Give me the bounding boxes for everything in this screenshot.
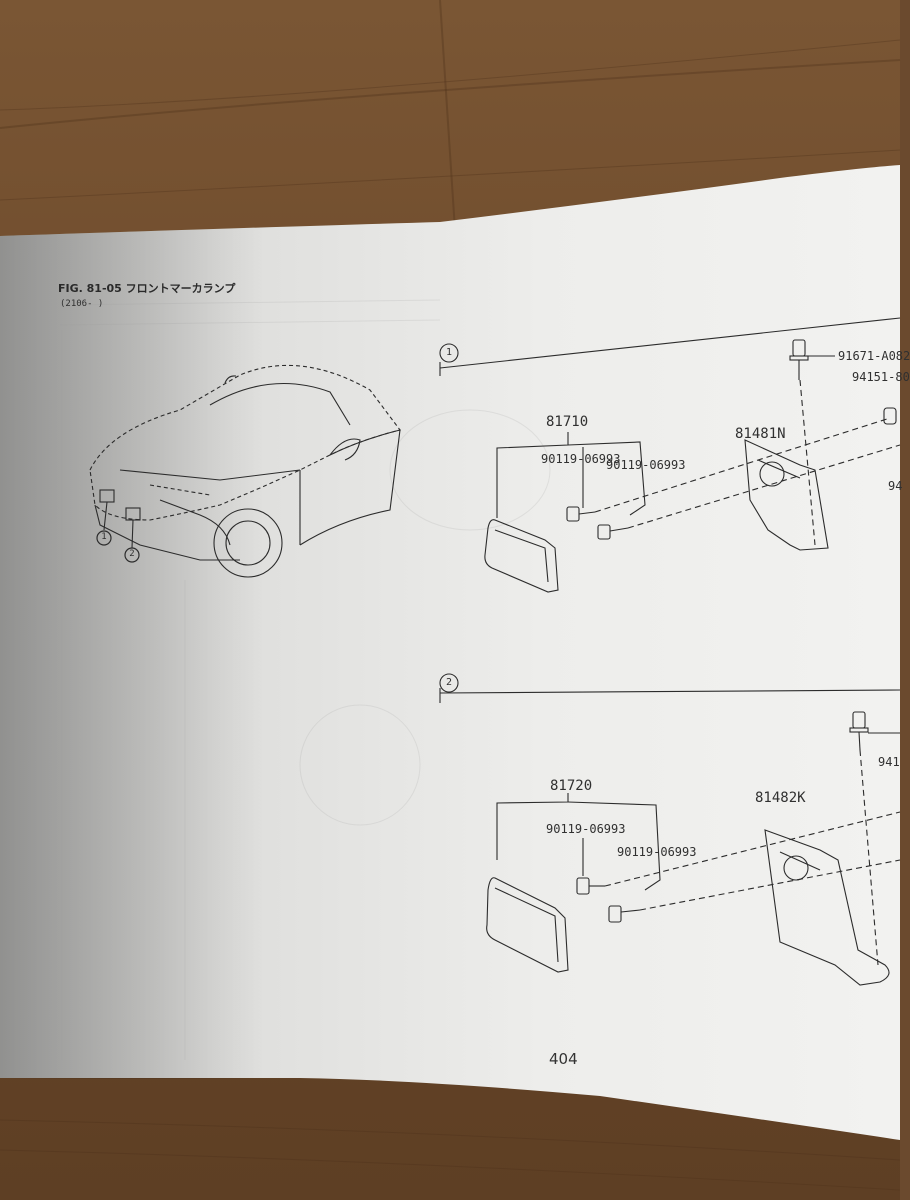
bolt-1b: [597, 524, 629, 540]
part-number-bolt-1a: 90119-06993: [541, 452, 621, 466]
part-number-81482K: 81482K: [755, 790, 806, 806]
part-number-cut-94: 94: [888, 479, 903, 493]
part-number-bolt-2b: 90119-06993: [617, 845, 697, 859]
group-2-marker-circle: [439, 673, 459, 693]
bleed-through-lines: [59, 299, 551, 1060]
group-1-diagram: [439, 317, 901, 593]
bolt-91671: [789, 339, 809, 380]
bolt-1a: [566, 506, 596, 522]
part-number-94151: 94151-80: [852, 370, 910, 384]
group-1-marker: 1: [445, 347, 453, 358]
bolt-2a: [576, 877, 605, 895]
group-2-marker: 2: [445, 677, 453, 688]
nut-94151: [883, 407, 897, 425]
group-1-marker-circle: [439, 343, 459, 363]
group-2-diagram: [439, 673, 901, 986]
bolt-2b: [608, 905, 641, 923]
part-number-bolt-1b: 90119-06993: [606, 458, 686, 472]
part-number-81481N: 81481N: [735, 426, 786, 442]
part-number-81710: 81710: [546, 414, 589, 430]
part-number-941: 941: [878, 755, 900, 769]
part-number-91671: 91671-A082: [838, 349, 910, 363]
part-number-bolt-2a: 90119-06993: [546, 822, 626, 836]
paper-shadow: [0, 222, 440, 1080]
lamp-81720: [486, 877, 569, 973]
bracket-81481N: [744, 439, 829, 551]
car-callout-2-label: 2: [129, 549, 135, 559]
bracket-81482K: [764, 829, 890, 986]
figure-range: (2106- ): [60, 299, 104, 309]
car-callout-2: [124, 547, 140, 563]
lamp-81710: [484, 519, 559, 593]
car-illustration: [89, 364, 401, 578]
page-number: 404: [549, 1050, 578, 1068]
figure-title: FIG. 81-05 フロントマーカランプ: [58, 282, 236, 295]
bolt-941: [849, 711, 869, 751]
car-callout-1-label: 1: [101, 532, 107, 542]
part-number-81720: 81720: [550, 778, 593, 794]
car-callout-1: [96, 530, 112, 546]
